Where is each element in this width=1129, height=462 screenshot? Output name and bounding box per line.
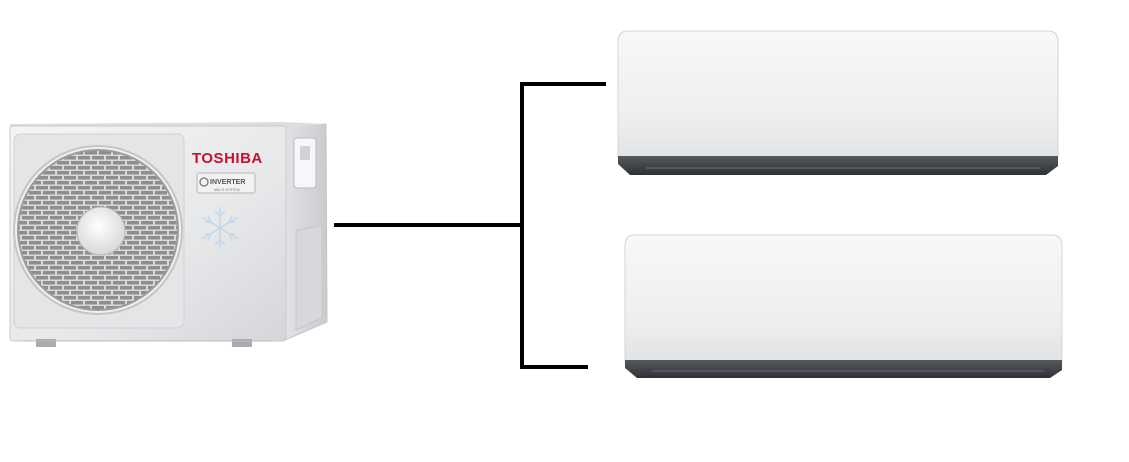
outdoor-foot-right (232, 339, 252, 347)
indoor-bottom-louver-trim (625, 360, 1062, 378)
snowflake-icon (201, 207, 239, 249)
outdoor-foot-left (36, 339, 56, 347)
inverter-badge-icon (199, 177, 209, 187)
indoor-unit-bottom (624, 234, 1063, 378)
indoor-bottom-body (624, 234, 1063, 363)
indoor-top-body (617, 30, 1059, 159)
outdoor-handle (300, 146, 310, 160)
fan-grille (13, 145, 183, 315)
indoor-unit-top (617, 30, 1059, 175)
brand-logo: TOSHIBA (192, 150, 263, 167)
badge-main-text: INVERTER (210, 179, 245, 186)
refrigerant-piping (334, 82, 606, 369)
badge-sub-text: MULTI SYSTEM (214, 188, 240, 192)
inverter-badge: INVERTER MULTI SYSTEM (196, 172, 256, 194)
fan-hub (76, 206, 126, 256)
outdoor-side-grille-area (295, 225, 323, 331)
outdoor-service-cover (293, 137, 317, 189)
indoor-top-louver-trim (618, 156, 1058, 175)
outdoor-unit: TOSHIBA INVERTER MULTI SYSTEM (9, 122, 328, 347)
